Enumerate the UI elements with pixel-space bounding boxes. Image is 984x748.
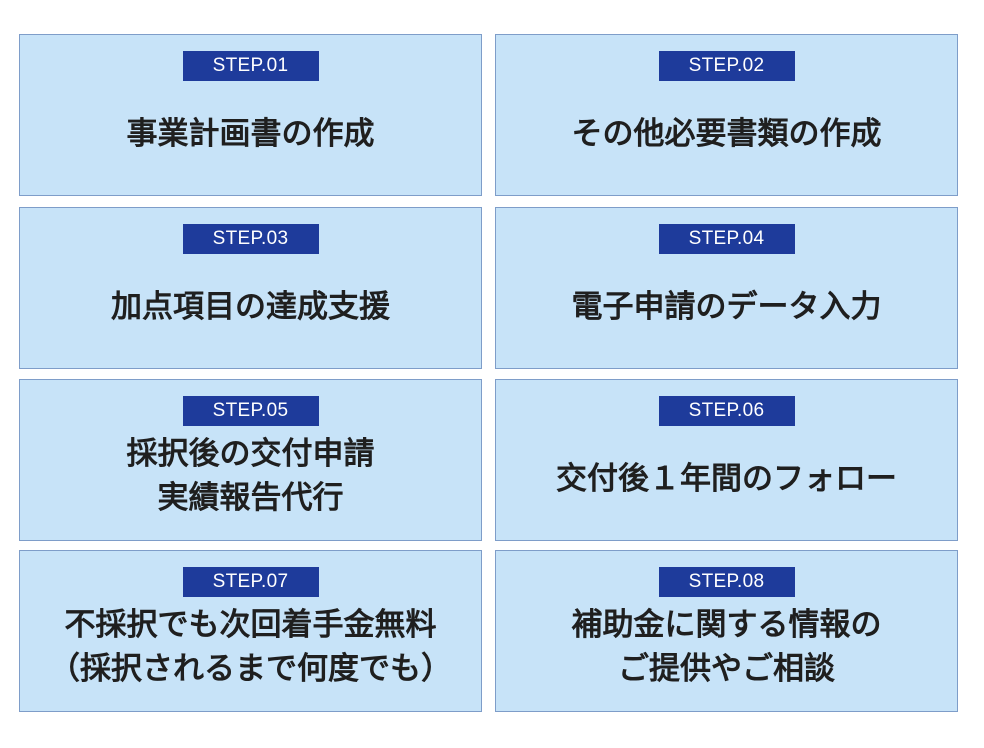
step-title-line: 採択後の交付申請 (126, 436, 375, 472)
step-badge: STEP.01 (182, 51, 319, 81)
step-title-line: 交付後１年間のフォロー (556, 461, 897, 497)
step-badge: STEP.04 (658, 224, 795, 254)
step-card-05: STEP.05 採択後の交付申請 実績報告代行 (19, 379, 482, 541)
step-title-line: （採択されるまで何度でも） (49, 651, 452, 687)
step-title-line: 加点項目の達成支援 (111, 289, 390, 325)
step-badge: STEP.07 (182, 567, 319, 597)
step-title: 補助金に関する情報の ご提供やご相談 (496, 603, 957, 691)
step-title: 採択後の交付申請 実績報告代行 (20, 432, 481, 520)
step-title: 事業計画書の作成 (20, 111, 481, 157)
step-card-01: STEP.01 事業計画書の作成 (19, 34, 482, 196)
step-card-08: STEP.08 補助金に関する情報の ご提供やご相談 (495, 550, 958, 712)
step-card-06: STEP.06 交付後１年間のフォロー (495, 379, 958, 541)
step-title-line: 電子申請のデータ入力 (571, 289, 882, 325)
step-title: 加点項目の達成支援 (20, 284, 481, 330)
step-title: その他必要書類の作成 (496, 111, 957, 157)
step-title-line: 補助金に関する情報の (571, 607, 882, 643)
step-card-07: STEP.07 不採択でも次回着手金無料 （採択されるまで何度でも） (19, 550, 482, 712)
step-title: 交付後１年間のフォロー (496, 456, 957, 502)
step-title-line: その他必要書類の作成 (571, 116, 882, 152)
step-title-line: 事業計画書の作成 (126, 116, 375, 152)
step-badge: STEP.03 (182, 224, 319, 254)
step-title: 不採択でも次回着手金無料 （採択されるまで何度でも） (20, 603, 481, 691)
step-title-line: 実績報告代行 (157, 480, 344, 516)
step-title-line: 不採択でも次回着手金無料 (64, 607, 437, 643)
step-card-02: STEP.02 その他必要書類の作成 (495, 34, 958, 196)
step-title-line: ご提供やご相談 (618, 651, 835, 687)
step-badge: STEP.06 (658, 396, 795, 426)
step-title: 電子申請のデータ入力 (496, 284, 957, 330)
step-card-03: STEP.03 加点項目の達成支援 (19, 207, 482, 369)
step-badge: STEP.02 (658, 51, 795, 81)
step-badge: STEP.08 (658, 567, 795, 597)
step-badge: STEP.05 (182, 396, 319, 426)
step-card-04: STEP.04 電子申請のデータ入力 (495, 207, 958, 369)
